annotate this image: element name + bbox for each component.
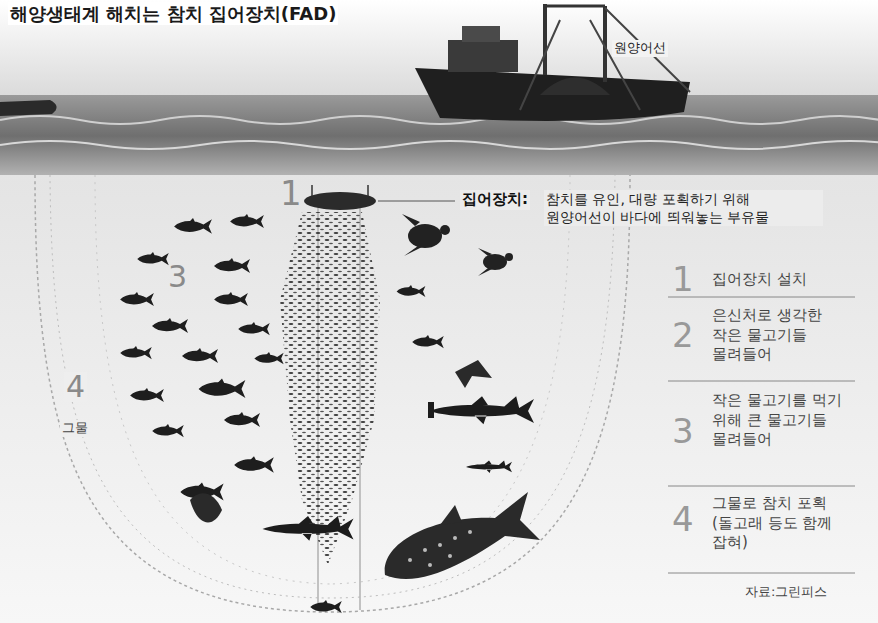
turtle-shell bbox=[483, 254, 507, 270]
spot bbox=[408, 558, 412, 562]
hammerhead-shark bbox=[430, 396, 534, 424]
turtle-shell bbox=[408, 224, 442, 248]
ship-hull bbox=[415, 68, 690, 121]
tuna bbox=[152, 318, 188, 333]
tuna bbox=[234, 456, 274, 473]
turtle-flipper bbox=[478, 248, 494, 276]
ship-mast bbox=[543, 4, 547, 75]
tuna bbox=[199, 379, 246, 399]
ship-boom bbox=[545, 5, 605, 8]
step-text: 은신처로 생각한 작은 물고기들 몰려들어 bbox=[712, 306, 852, 365]
spot bbox=[428, 563, 432, 567]
step-text: 집어장치 설치 bbox=[712, 270, 852, 290]
turtle-head bbox=[440, 225, 450, 235]
spot bbox=[468, 530, 472, 534]
spot bbox=[448, 554, 452, 558]
wave bbox=[0, 141, 878, 149]
step-number: 2 bbox=[672, 318, 694, 352]
separator bbox=[668, 297, 855, 298]
whale-shark-body bbox=[385, 492, 540, 579]
ray bbox=[455, 360, 492, 388]
tuna bbox=[182, 348, 218, 363]
whale-shark-fin bbox=[440, 505, 462, 525]
net bbox=[50, 175, 615, 598]
tuna bbox=[238, 322, 270, 335]
tuna bbox=[412, 335, 444, 348]
separator bbox=[668, 486, 855, 487]
turtle bbox=[402, 214, 450, 256]
ship bbox=[415, 4, 690, 121]
tuna bbox=[120, 346, 152, 359]
tuna bbox=[130, 388, 164, 402]
callout-number: 3 bbox=[168, 262, 187, 292]
separator bbox=[668, 381, 855, 382]
step-number: 1 bbox=[672, 262, 694, 296]
tuna bbox=[152, 424, 184, 437]
fad-float bbox=[304, 192, 376, 210]
tuna bbox=[310, 600, 342, 613]
title: 해양생태계 해치는 참치 집어장치(FAD) bbox=[8, 2, 338, 25]
tuna bbox=[120, 292, 154, 306]
ship-label: 원양어선 bbox=[612, 40, 668, 57]
leader-line bbox=[378, 201, 455, 202]
step-number: 4 bbox=[672, 502, 694, 536]
tuna bbox=[214, 258, 250, 273]
tuna bbox=[174, 218, 212, 234]
tuna bbox=[254, 352, 283, 364]
wave bbox=[0, 116, 878, 124]
small-fish-school bbox=[280, 212, 380, 565]
net-bundle bbox=[540, 78, 610, 96]
spot bbox=[423, 548, 427, 552]
ship-bridge bbox=[462, 26, 500, 42]
underwater bbox=[0, 175, 878, 623]
net bbox=[35, 175, 630, 612]
term-definition: 참치를 유인, 대량 포획하기 위해 원양어선이 바다에 띄워놓는 부유물 bbox=[544, 190, 823, 226]
turtle bbox=[478, 248, 513, 276]
spot bbox=[438, 543, 442, 547]
separator bbox=[668, 573, 855, 574]
tuna bbox=[214, 292, 248, 306]
source-note: 자료:그린피스 bbox=[745, 584, 827, 601]
callout-number: 1 bbox=[280, 176, 302, 210]
step-text: 그물로 참치 포획 (돌고래 등도 함께 잡혀) bbox=[712, 494, 852, 553]
shark bbox=[466, 460, 512, 472]
fish bbox=[190, 493, 222, 522]
step-number: 3 bbox=[672, 414, 694, 448]
whale-shark bbox=[385, 492, 540, 579]
step-text: 작은 물고기를 먹기 위해 큰 물고기들 몰려들어 bbox=[712, 391, 852, 450]
tuna bbox=[224, 412, 260, 427]
turtle-flipper bbox=[402, 214, 424, 256]
term-heading: 집어장치: bbox=[460, 190, 530, 210]
net-label: 그물 bbox=[60, 420, 90, 437]
tuna bbox=[137, 252, 169, 265]
hammerhead-head bbox=[428, 402, 434, 418]
callout-number: 4 bbox=[64, 372, 87, 402]
ship-rigging bbox=[520, 8, 690, 110]
boat bbox=[0, 100, 57, 116]
spot bbox=[453, 536, 457, 540]
tuna bbox=[397, 285, 426, 297]
turtle-head bbox=[505, 253, 513, 261]
ship-cabin bbox=[448, 40, 518, 72]
tuna bbox=[230, 214, 264, 228]
shark bbox=[263, 516, 354, 541]
